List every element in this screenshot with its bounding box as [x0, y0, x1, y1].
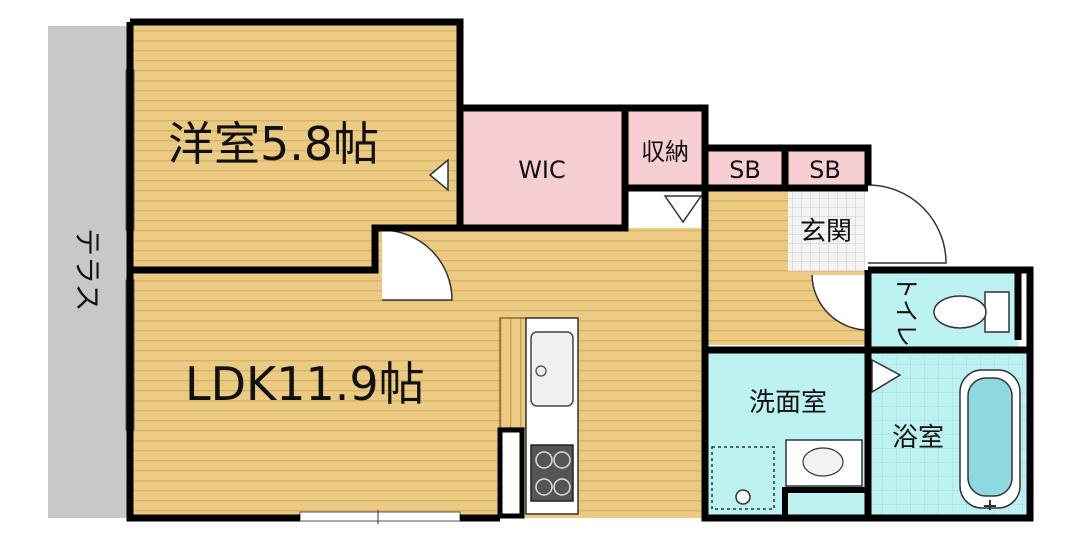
- door-marker-1: [428, 158, 449, 192]
- burner-1: [535, 451, 553, 469]
- sink-drain: [535, 365, 547, 377]
- toilet-bowl: [933, 295, 987, 329]
- terrace: [48, 26, 130, 518]
- entrance-floor: [788, 185, 865, 271]
- door-western: [381, 229, 453, 301]
- washing-machine-space: [711, 446, 775, 510]
- counter-pillar: [497, 427, 525, 519]
- sink: [530, 331, 574, 407]
- bathroom-label: 浴室: [892, 423, 944, 453]
- faucet: [984, 500, 996, 510]
- washer-drain: [735, 489, 751, 505]
- door-marker-3: [871, 358, 902, 394]
- sb2-floor: [785, 150, 865, 188]
- bathtub-inner: [967, 377, 1013, 497]
- storage-label: 収納: [641, 138, 689, 166]
- window-bottom: [299, 511, 461, 522]
- wic-label: WIC: [518, 156, 566, 184]
- sb1-label: SB: [729, 156, 761, 184]
- walls: [126, 18, 1034, 522]
- wic-floor: [460, 108, 625, 228]
- burner-2: [553, 451, 571, 469]
- western-room-label: 洋室5.8帖: [168, 117, 379, 171]
- sb2-label: SB: [809, 156, 841, 184]
- sb1-floor: [705, 150, 785, 188]
- burner-4: [553, 478, 571, 496]
- kitchen-back-strip: [499, 317, 527, 429]
- toilet-tank: [984, 291, 1010, 333]
- vanity-basin: [802, 447, 844, 477]
- door-entrance: [867, 184, 947, 264]
- washroom-wall-detail: [782, 487, 871, 521]
- ldk-label: LDK11.9帖: [185, 357, 425, 411]
- terrace-label: テラス: [71, 228, 104, 311]
- washroom-label: 洗面室: [749, 388, 827, 418]
- storage-floor: [625, 108, 705, 188]
- toilet-label: トイレ: [892, 275, 920, 347]
- burner-3: [535, 478, 553, 496]
- door-toilet: [811, 274, 869, 331]
- entrance-label: 玄関: [800, 217, 852, 247]
- door-marker-2: [663, 195, 703, 224]
